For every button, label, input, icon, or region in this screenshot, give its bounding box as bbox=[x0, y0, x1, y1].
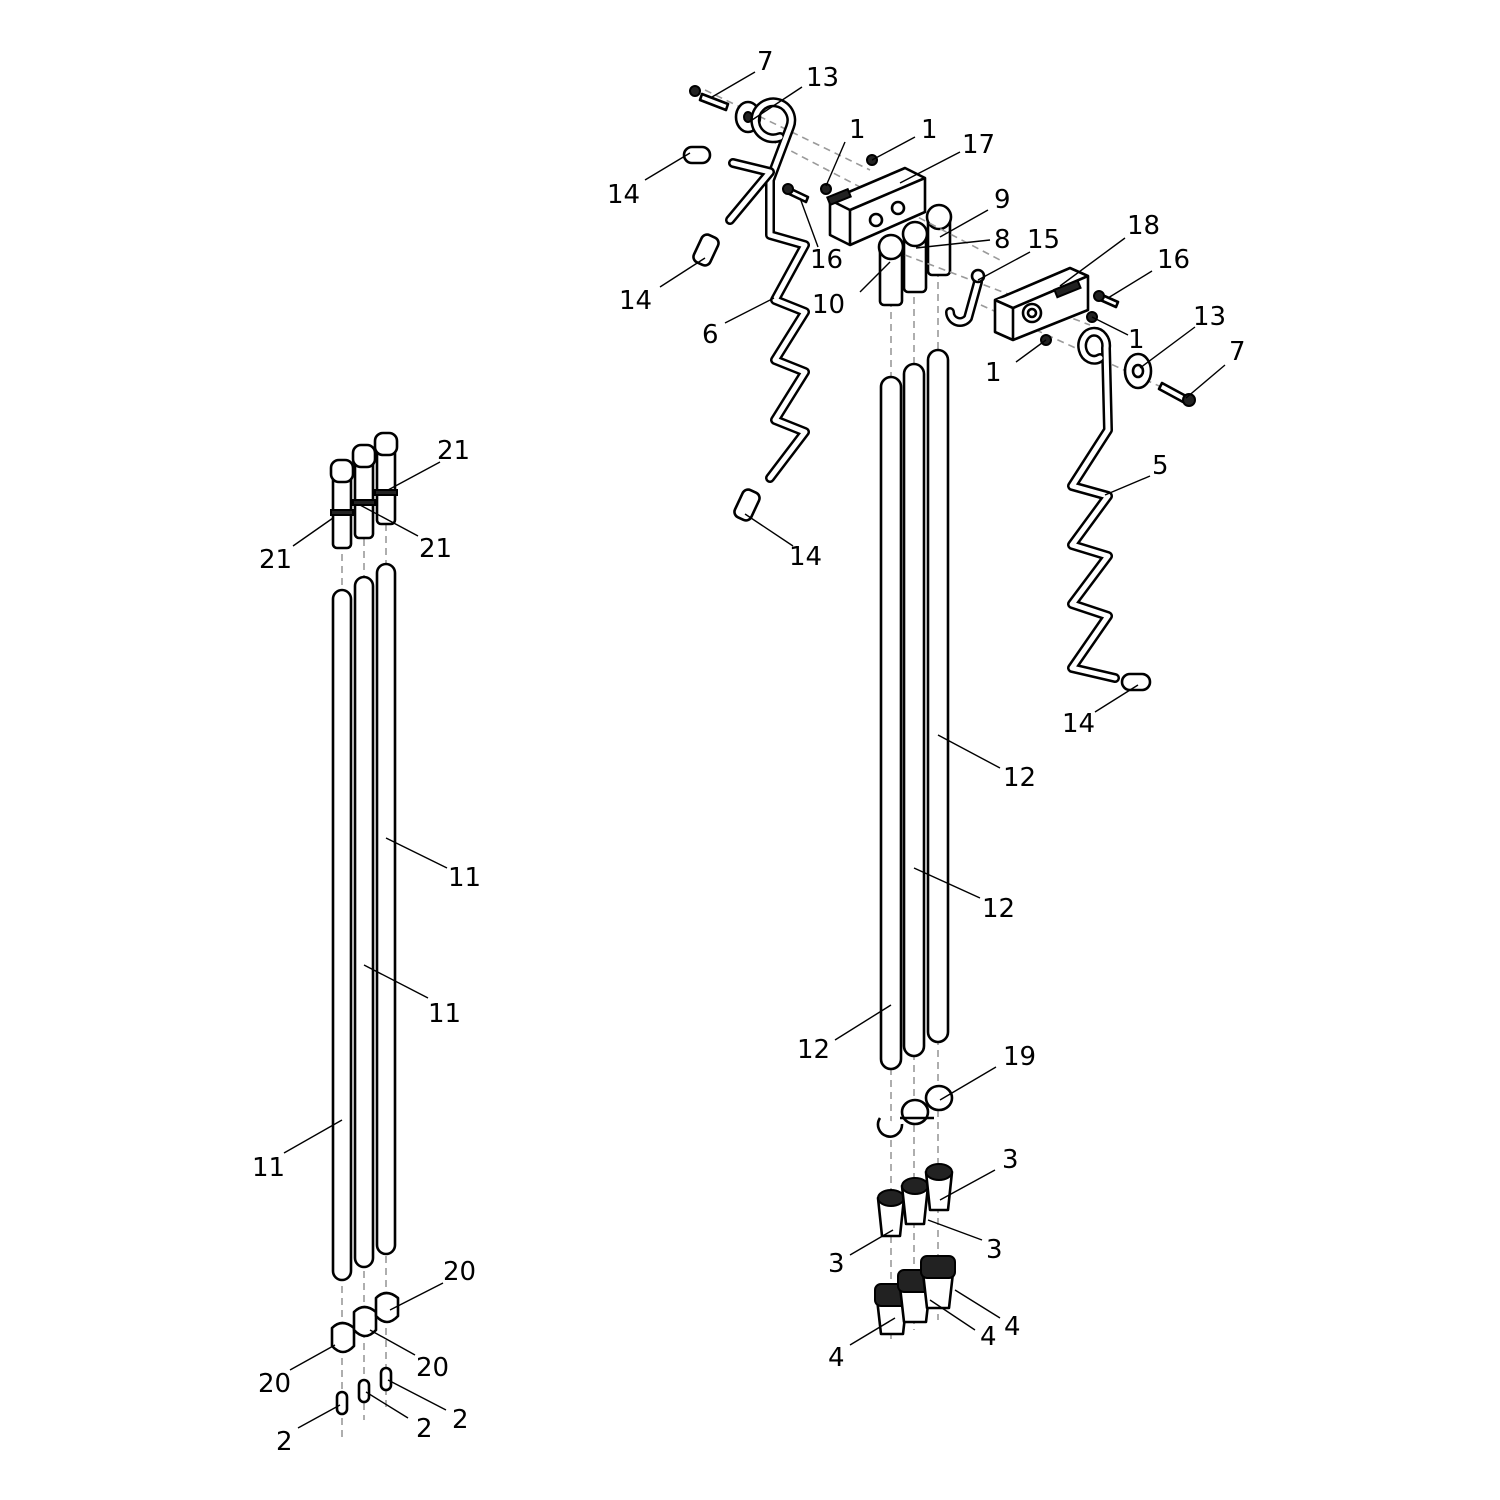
callout-16-right: 16 bbox=[1157, 245, 1190, 275]
callout-1-left: 1 bbox=[849, 115, 866, 145]
callout-16-left: 16 bbox=[810, 245, 843, 275]
part-21-connector bbox=[329, 431, 399, 550]
left-assembly bbox=[329, 431, 400, 1440]
callout-20-top: 20 bbox=[443, 1257, 476, 1287]
callout-21-right: 21 bbox=[419, 534, 452, 564]
callout-2-middle: 2 bbox=[416, 1414, 433, 1444]
callout-3-top: 3 bbox=[1002, 1145, 1019, 1175]
callout-13-right: 13 bbox=[1193, 302, 1226, 332]
callout-1-lower-right: 1 bbox=[1128, 325, 1145, 355]
part-14-sleeve bbox=[682, 145, 1152, 692]
part-20-end-cap bbox=[330, 1291, 400, 1354]
part-16-screw bbox=[782, 183, 1120, 309]
part-19-clip bbox=[876, 1084, 954, 1138]
callout-14-mid-left: 14 bbox=[619, 286, 652, 316]
callout-12-left: 12 bbox=[797, 1035, 830, 1065]
part-3-plug bbox=[876, 1163, 954, 1238]
part-15-hook bbox=[945, 268, 986, 327]
part-11-tube bbox=[331, 562, 397, 1282]
part-6-crank-handle bbox=[725, 97, 810, 483]
callout-15: 15 bbox=[1027, 225, 1060, 255]
callout-7-top-left: 7 bbox=[757, 47, 774, 77]
callout-21-top-right: 21 bbox=[437, 436, 470, 466]
callout-14-bottom-right: 14 bbox=[1062, 709, 1095, 739]
part-17-bracket bbox=[826, 166, 927, 247]
callout-5: 5 bbox=[1152, 451, 1169, 481]
center-assembly bbox=[874, 203, 956, 1340]
callout-11-right: 11 bbox=[448, 863, 481, 893]
callout-20-left: 20 bbox=[258, 1369, 291, 1399]
callout-9: 9 bbox=[994, 185, 1011, 215]
callout-14-top: 14 bbox=[607, 180, 640, 210]
callout-4-right: 4 bbox=[1004, 1312, 1021, 1342]
top-hardware bbox=[682, 85, 1196, 692]
part-5-crank-handle bbox=[1067, 326, 1120, 683]
callout-3-left: 3 bbox=[828, 1249, 845, 1279]
callout-1-lower-left: 1 bbox=[985, 358, 1002, 388]
callout-8: 8 bbox=[994, 225, 1011, 255]
callout-13-top-left: 13 bbox=[806, 63, 839, 93]
part-18-bracket bbox=[993, 266, 1090, 342]
callout-18: 18 bbox=[1127, 211, 1160, 241]
callout-20-right: 20 bbox=[416, 1353, 449, 1383]
callout-12-middle: 12 bbox=[982, 894, 1015, 924]
callout-6: 6 bbox=[702, 320, 719, 350]
callout-7-right: 7 bbox=[1229, 337, 1246, 367]
part-7-screw bbox=[689, 85, 1196, 407]
part-4-foot bbox=[874, 1255, 956, 1336]
part-2-pin bbox=[335, 1366, 393, 1416]
part-13-washer bbox=[734, 100, 1153, 390]
callout-leaders bbox=[283, 71, 1226, 1429]
callout-17: 17 bbox=[962, 130, 995, 160]
callout-1-right: 1 bbox=[921, 115, 938, 145]
part-12-tube bbox=[879, 348, 950, 1071]
callout-12-right: 12 bbox=[1003, 763, 1036, 793]
callout-19: 19 bbox=[1003, 1042, 1036, 1072]
callout-4-left: 4 bbox=[828, 1343, 845, 1373]
callout-10: 10 bbox=[812, 290, 845, 320]
callout-4-middle: 4 bbox=[980, 1322, 997, 1352]
callout-3-right: 3 bbox=[986, 1235, 1003, 1265]
callout-2-left: 2 bbox=[276, 1427, 293, 1457]
callout-21-left: 21 bbox=[259, 545, 292, 575]
callout-labels: 7 13 1 1 17 14 16 9 8 15 18 16 14 10 6 1… bbox=[252, 47, 1246, 1457]
callout-11-middle: 11 bbox=[428, 999, 461, 1029]
callout-2-right: 2 bbox=[452, 1405, 469, 1435]
callout-11-left: 11 bbox=[252, 1153, 285, 1183]
part-8-9-10-tube-top bbox=[877, 203, 953, 307]
callout-14-bottom-left: 14 bbox=[789, 542, 822, 572]
